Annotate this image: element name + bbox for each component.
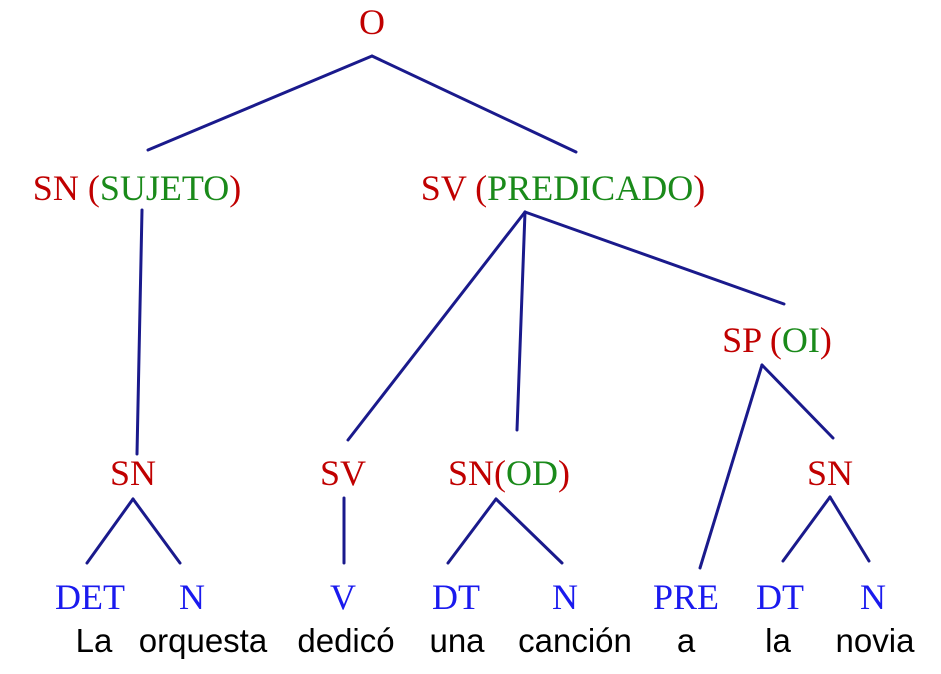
tree-edges: [85, 54, 871, 570]
node-sn-od-function: OD: [506, 453, 558, 493]
node-sn-sujeto-category: SN: [33, 168, 79, 208]
word: la: [765, 622, 791, 659]
node-sv: SV: [320, 453, 366, 493]
pos-tag: PRE: [653, 577, 719, 617]
node-sn-sujeto-open: (: [88, 168, 100, 208]
edge-sv-predicado-sv: [346, 210, 527, 442]
node-sn-od: SN(OD): [448, 453, 570, 493]
pos-tag: DT: [432, 577, 480, 617]
node-sn-od-open: (: [494, 453, 506, 493]
node-o: O: [359, 2, 385, 42]
node-sn-od-category: SN: [448, 453, 494, 493]
word: a: [677, 622, 696, 659]
edge-o-sn-sujeto: [146, 54, 374, 152]
node-sn-od-close: ): [558, 453, 570, 493]
pos-tag: DT: [756, 577, 804, 617]
edge-sv-predicado-sp-oi: [523, 210, 786, 306]
pos-tag: N: [179, 577, 205, 617]
edge-sn2-dt: [781, 495, 832, 563]
node-sv-predicado-open: (: [475, 168, 487, 208]
edge-sn-od-dt: [446, 497, 498, 565]
node-sn-sujeto-close: ): [229, 168, 241, 208]
edge-sn2-n: [828, 495, 871, 563]
node-sp-oi-category: SP: [722, 320, 761, 360]
edge-sn-od-n: [494, 497, 564, 565]
node-sv-predicado-function: PREDICADO: [487, 168, 693, 208]
edge-sv-predicado-sn-od: [515, 210, 527, 432]
node-sp-oi-function: OI: [782, 320, 820, 360]
node-sn: SN: [110, 453, 156, 493]
word: una: [429, 622, 485, 659]
word: canción: [518, 622, 632, 659]
word: dedicó: [297, 622, 394, 659]
word: novia: [836, 622, 916, 659]
node-sv-predicado: SV (PREDICADO): [421, 168, 705, 208]
edge-sp-oi-pre: [698, 363, 764, 570]
pos-tag: DET: [55, 577, 125, 617]
edge-sn-n: [131, 497, 182, 565]
pos-tag: V: [330, 577, 356, 617]
node-sn-2: SN: [807, 453, 853, 493]
node-sn-sujeto-function: SUJETO: [100, 168, 229, 208]
node-sp-oi-open: (: [770, 320, 782, 360]
pos-tag: N: [552, 577, 578, 617]
edge-sp-oi-sn: [760, 363, 835, 440]
word: orquesta: [139, 622, 268, 659]
edge-sn-det: [85, 497, 135, 565]
pos-tag: N: [860, 577, 886, 617]
node-sp-oi-close: ): [820, 320, 832, 360]
edge-sn-sujeto-sn: [135, 208, 144, 456]
node-sp-oi: SP (OI): [722, 320, 832, 360]
node-sv-predicado-category: SV: [421, 168, 467, 208]
word: La: [76, 622, 113, 659]
node-sn-sujeto: SN (SUJETO): [33, 168, 241, 208]
node-sv-predicado-close: ): [693, 168, 705, 208]
edge-o-sv-predicado: [370, 54, 578, 154]
